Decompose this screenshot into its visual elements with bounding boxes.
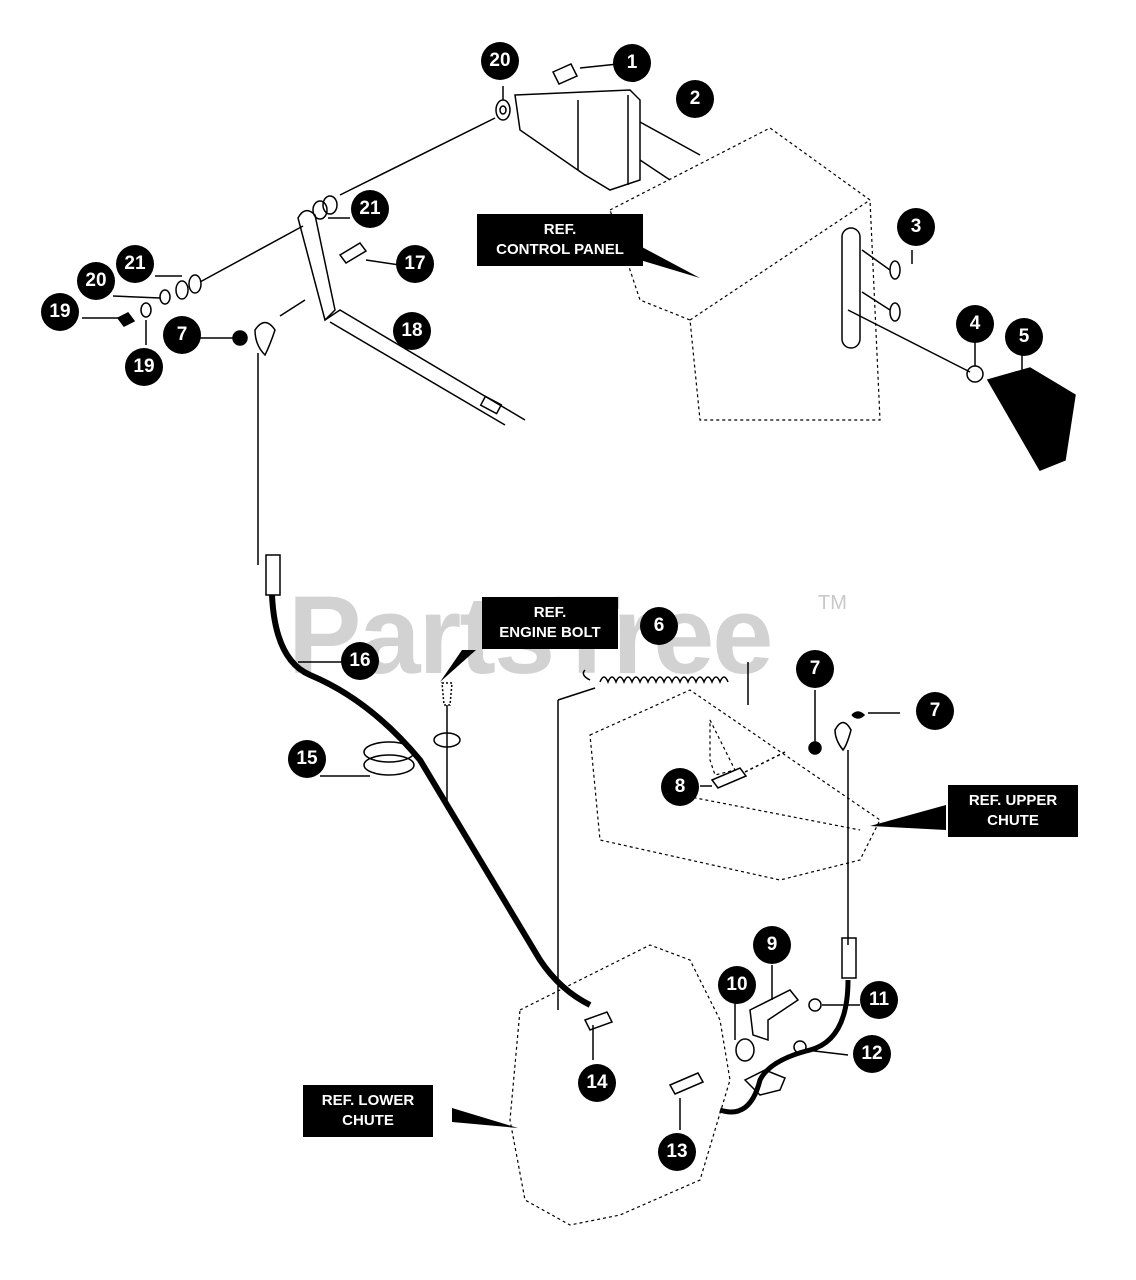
callout-18[interactable]: 18: [393, 312, 431, 350]
callout-21[interactable]: 21: [116, 245, 154, 283]
watermark-trademark: TM: [818, 592, 847, 614]
callout-16[interactable]: 16: [341, 642, 379, 680]
upper-chute-ref: [589, 689, 881, 881]
callout-17[interactable]: 17: [396, 245, 434, 283]
knob-part-5: [986, 367, 1076, 471]
bracket-part: [514, 89, 641, 191]
lever-part: [297, 209, 336, 322]
ref-control-panel-label: REF. CONTROL PANEL: [477, 214, 643, 266]
spring-part-6: [599, 676, 729, 685]
callout-15[interactable]: 15: [288, 740, 326, 778]
spring-part-17: [338, 242, 368, 264]
callout-19[interactable]: 19: [125, 348, 163, 386]
callout-1[interactable]: 1: [613, 44, 651, 82]
screw-part-1: [551, 63, 579, 85]
callout-12[interactable]: 12: [853, 1035, 891, 1073]
callout-14[interactable]: 14: [578, 1064, 616, 1102]
ref-lower-chute-label: REF. LOWER CHUTE: [303, 1085, 433, 1137]
callout-7[interactable]: 7: [916, 692, 954, 730]
callout-6[interactable]: 6: [640, 607, 678, 645]
callout-5[interactable]: 5: [1005, 318, 1043, 356]
callout-20[interactable]: 20: [481, 42, 519, 80]
callout-20[interactable]: 20: [77, 262, 115, 300]
callout-7[interactable]: 7: [796, 650, 834, 688]
callout-8[interactable]: 8: [661, 768, 699, 806]
callout-7[interactable]: 7: [163, 316, 201, 354]
callout-13[interactable]: 13: [658, 1133, 696, 1171]
callout-9[interactable]: 9: [753, 926, 791, 964]
ref-upper-chute-label: REF. UPPER CHUTE: [948, 785, 1078, 837]
spring-clip-part-15: [363, 741, 415, 763]
lower-chute-ref: [509, 944, 731, 1226]
callout-10[interactable]: 10: [718, 966, 756, 1004]
ref-engine-bolt-label: REF. ENGINE BOLT: [482, 597, 618, 649]
callout-11[interactable]: 11: [860, 981, 898, 1019]
control-panel-ref: [609, 127, 881, 421]
washer-part-20: [495, 99, 511, 121]
cable-part-16: [269, 594, 592, 1008]
callout-19[interactable]: 19: [41, 293, 79, 331]
callout-4[interactable]: 4: [956, 305, 994, 343]
callout-21[interactable]: 21: [351, 190, 389, 228]
callout-3[interactable]: 3: [897, 208, 935, 246]
callout-2[interactable]: 2: [676, 80, 714, 118]
